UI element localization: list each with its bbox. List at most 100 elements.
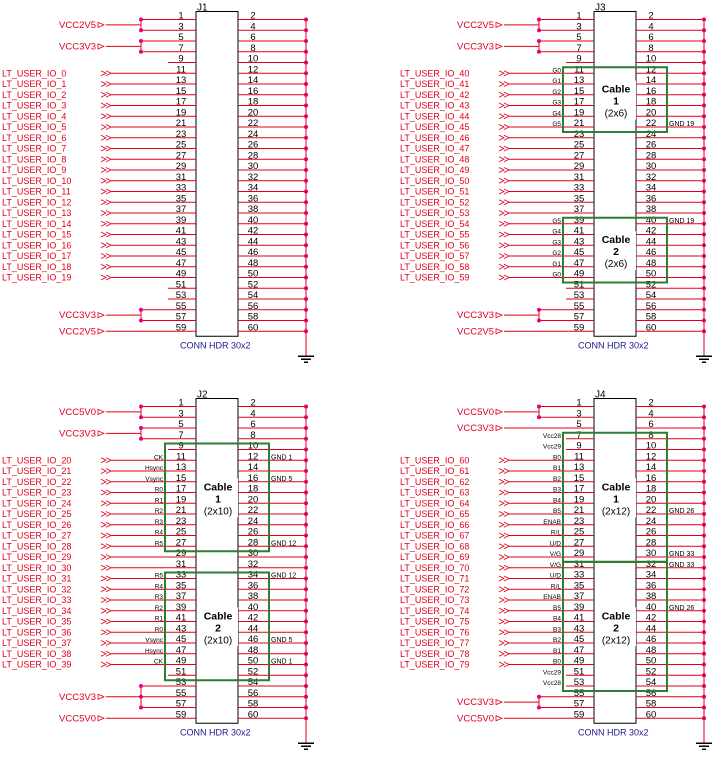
io-net-label: LT_USER_IO_69 (400, 552, 469, 562)
pin-number-odd: 3 (576, 21, 581, 32)
io-net-label: LT_USER_IO_42 (400, 90, 469, 100)
signal-tag: B3 (553, 626, 561, 633)
pin-number-even: 40 (646, 602, 657, 613)
io-net-arrow (498, 586, 505, 593)
cable-size: (2x10) (204, 635, 232, 646)
pin-number-even: 2 (648, 11, 653, 22)
io-net-arrow (100, 554, 107, 560)
io-net-arrow (100, 457, 107, 464)
pin-number-odd: 55 (176, 301, 187, 312)
pin-number-odd: 17 (574, 484, 585, 495)
power-arrow (97, 43, 106, 50)
pin-number-even: 6 (648, 419, 653, 430)
signal-tag: V/G (550, 551, 561, 558)
signal-tag: G0 (552, 67, 561, 74)
io-net-arrow (498, 134, 505, 141)
io-net-arrow (498, 145, 505, 152)
cable-title: Cable (204, 481, 233, 493)
pin-number-even: 24 (248, 129, 259, 140)
pin-number-odd: 11 (574, 64, 584, 75)
pin-number-odd: 39 (574, 602, 585, 613)
signal-tag: Vcc29 (543, 669, 561, 676)
junction-dot (139, 436, 143, 441)
pin-number-even: 24 (646, 516, 657, 527)
pin-number-odd: 31 (176, 559, 187, 570)
io-net-arrow (498, 564, 505, 571)
pin-number-odd: 1 (576, 398, 581, 409)
pin-number-odd: 13 (176, 75, 187, 86)
pin-number-even: 40 (248, 215, 259, 226)
signal-tag: G4 (552, 229, 561, 236)
signal-tag: ENAB (543, 594, 561, 601)
io-net-label: LT_USER_IO_45 (400, 122, 469, 132)
pin-number-odd: 21 (574, 118, 585, 129)
pin-number-even: 8 (250, 430, 255, 441)
connector-body (195, 398, 239, 724)
pin-number-even: 60 (248, 322, 259, 333)
io-net-arrow (100, 113, 107, 120)
io-net-label: LT_USER_IO_43 (400, 101, 469, 111)
power-net-label: VCC3V3 (457, 41, 494, 52)
pin-number-odd: 47 (176, 645, 187, 656)
power-net-label: VCC3V3 (457, 310, 494, 321)
pin-number-odd: 33 (574, 183, 585, 194)
power-arrow (495, 699, 504, 706)
pin-number-odd: 37 (176, 591, 187, 602)
pin-number-even: 4 (250, 21, 255, 32)
io-net-arrow (100, 124, 107, 130)
pin-number-even: 56 (248, 301, 259, 312)
cable-title: Cable (204, 610, 233, 622)
io-net-arrow (100, 629, 107, 636)
cable-box (164, 571, 270, 682)
pin-number-even: 12 (646, 64, 657, 75)
pin-number-even: 54 (248, 677, 259, 688)
ground-tag: GND 33 (669, 562, 694, 569)
pin-number-even: 60 (646, 709, 657, 720)
power-arrow (97, 21, 106, 28)
power-arrow (495, 424, 504, 432)
io-net-arrow (498, 124, 505, 130)
io-net-arrow (498, 177, 505, 184)
io-net-label: LT_USER_IO_68 (400, 541, 469, 551)
signal-tag: B2 (553, 637, 561, 644)
pin-number-even: 60 (646, 322, 657, 333)
io-net-label: LT_USER_IO_73 (400, 595, 469, 605)
io-net-label: LT_USER_IO_13 (2, 208, 71, 218)
junction-dot (537, 307, 541, 312)
io-net-label: LT_USER_IO_35 (2, 617, 71, 627)
io-net-label: LT_USER_IO_75 (400, 617, 469, 627)
signal-tag: B1 (553, 648, 561, 655)
pin-number-even: 14 (248, 462, 259, 473)
pin-number-odd: 9 (576, 54, 581, 65)
io-net-label: LT_USER_IO_46 (400, 133, 469, 143)
io-net-arrow (498, 199, 505, 206)
signal-tag: B4 (553, 497, 561, 504)
io-net-arrow (498, 231, 505, 238)
io-net-label: LT_USER_IO_34 (2, 606, 71, 616)
signal-tag: CK (154, 659, 164, 666)
pin-number-even: 16 (248, 473, 259, 484)
cable-box (562, 216, 668, 284)
pin-number-odd: 19 (574, 494, 585, 505)
cable-number: 2 (613, 622, 619, 634)
pin-number-odd: 7 (178, 430, 183, 441)
ground-tag: GND 5 (271, 476, 293, 483)
pin-number-odd: 31 (574, 172, 585, 183)
pin-number-odd: 11 (176, 64, 186, 75)
junction-dot (139, 404, 143, 409)
io-net-arrow (498, 156, 505, 163)
pin-number-odd: 45 (574, 634, 585, 645)
power-net-label: VCC3V3 (59, 428, 96, 439)
io-net-arrow (100, 489, 107, 496)
pin-number-odd: 45 (176, 634, 187, 645)
pin-number-even: 30 (248, 161, 259, 172)
io-net-label: LT_USER_IO_57 (400, 251, 469, 261)
io-net-arrow (100, 586, 107, 593)
pin-number-odd: 5 (576, 419, 581, 430)
pin-number-even: 14 (646, 75, 657, 86)
pin-number-even: 18 (248, 484, 259, 495)
pin-number-even: 30 (248, 548, 259, 559)
power-arrow (495, 328, 504, 335)
pin-number-odd: 49 (176, 656, 187, 667)
cable-label-bg (199, 478, 238, 518)
